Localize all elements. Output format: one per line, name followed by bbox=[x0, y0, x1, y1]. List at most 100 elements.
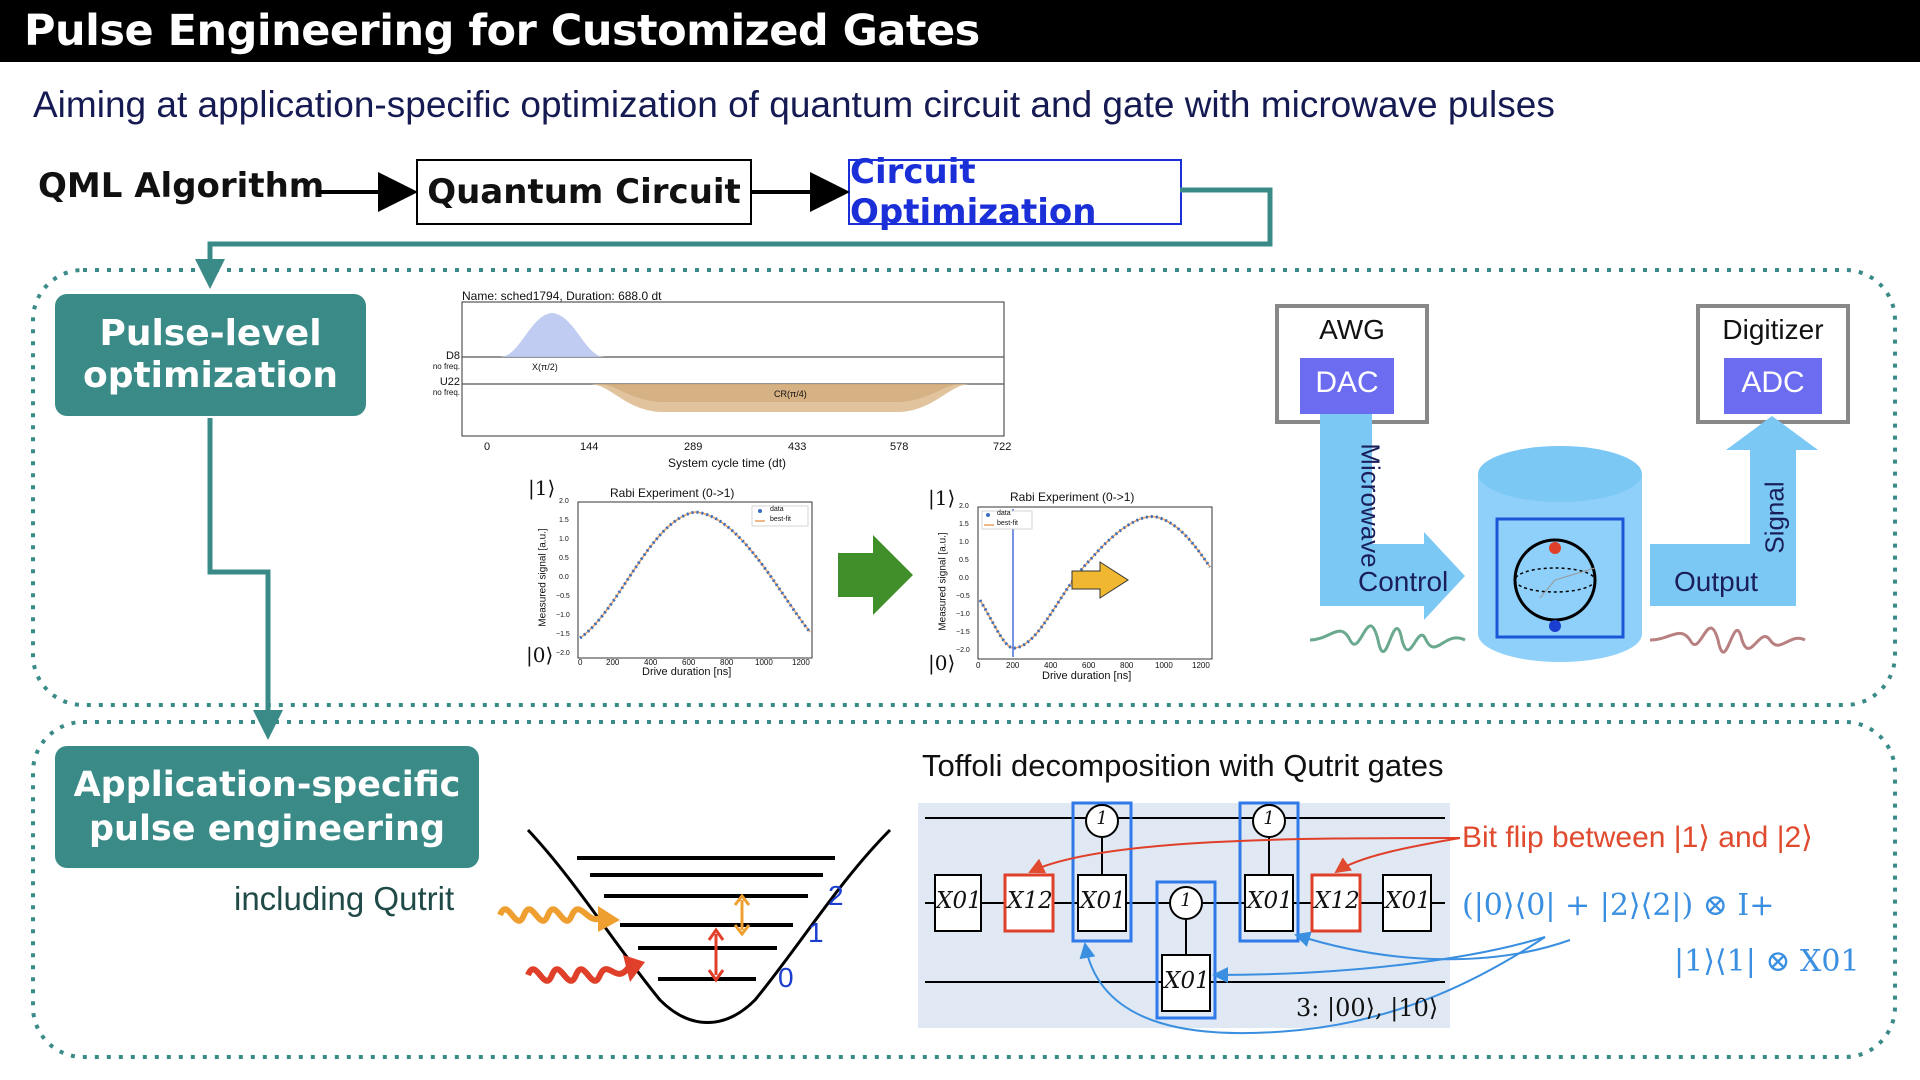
gate-x01-4 bbox=[1244, 874, 1294, 932]
rabi-right-xtick: 1000 bbox=[1155, 661, 1173, 670]
formula-line1: (|0⟩⟨0| + |2⟩⟨2|) ⊗ I+ bbox=[1462, 888, 1775, 923]
rabi-right-ytick: 2.0 bbox=[959, 503, 969, 510]
rabi-left-xtick: 0 bbox=[578, 658, 583, 667]
rabi-right-ytick: 1.0 bbox=[959, 539, 969, 546]
rabi-right-state-0: |0⟩ bbox=[928, 651, 956, 675]
title-bar: Pulse Engineering for Customized Gates bbox=[0, 0, 1920, 62]
qubit-frame bbox=[1495, 517, 1625, 639]
level-label-2: 2 bbox=[828, 880, 844, 911]
sched-xtick: 578 bbox=[890, 441, 909, 453]
flow-step-circuit-optimization-label: Circuit Optimization bbox=[850, 152, 1097, 232]
sched-xtick: 433 bbox=[788, 441, 807, 453]
sched-xtick: 289 bbox=[684, 441, 703, 453]
gate-x12-1 bbox=[1003, 873, 1055, 933]
gate-label: X01 bbox=[1247, 888, 1293, 914]
channel-d8-sub: no freq. bbox=[432, 362, 460, 371]
green-arrow bbox=[838, 535, 913, 615]
rabi-right-xlabel: Drive duration [ns] bbox=[1042, 670, 1132, 682]
channel-u22-sub: no freq. bbox=[432, 388, 460, 397]
gate-x01-2 bbox=[1077, 874, 1127, 932]
rabi-left-xtick: 800 bbox=[720, 658, 734, 667]
toffoli-title: Toffoli decomposition with Qutrit gates bbox=[922, 748, 1444, 783]
dac-label: DAC bbox=[1315, 366, 1379, 399]
output-signal-arrow bbox=[1650, 416, 1818, 606]
rabi-left-xtick: 1200 bbox=[792, 658, 810, 667]
rabi-left-legend-data: data bbox=[770, 506, 784, 513]
rabi-left-legend-fit: best-fit bbox=[770, 516, 792, 523]
connector-to-app-specific bbox=[207, 418, 283, 740]
rabi-right-plot bbox=[977, 506, 1213, 660]
rabi-left-xtick: 600 bbox=[682, 658, 696, 667]
rabi-right-legend-fit: best-fit bbox=[997, 520, 1019, 527]
flow-step-quantum-circuit: Quantum Circuit bbox=[416, 159, 752, 225]
adc-box bbox=[1724, 358, 1822, 414]
rabi-right-xtick: 800 bbox=[1120, 661, 1134, 670]
gate-label: X12 bbox=[1007, 888, 1053, 914]
rabi-left-ytick: −1.5 bbox=[556, 631, 570, 638]
sched-xlabel: System cycle time (dt) bbox=[668, 456, 787, 470]
control-label: 1 bbox=[1263, 808, 1275, 829]
rabi-right-ytick: −2.0 bbox=[956, 647, 970, 654]
rabi-left-state-1: |1⟩ bbox=[528, 476, 556, 500]
rabi-left-xtick: 400 bbox=[644, 658, 658, 667]
formula-line2: |1⟩⟨1| ⊗ X01 bbox=[1674, 944, 1860, 979]
rabi-right-ylabel: Measured signal [a.u.] bbox=[937, 532, 949, 631]
rabi-right-ytick: −0.5 bbox=[956, 593, 970, 600]
gate-label: X01 bbox=[1080, 888, 1126, 914]
gate-x01-3 bbox=[1161, 954, 1211, 1012]
signal-label: Signal bbox=[1759, 481, 1790, 554]
rabi-right-state-1: |1⟩ bbox=[928, 486, 956, 510]
pulse-level-optimization-label: Pulse-level optimization bbox=[55, 294, 366, 416]
gate-label: X01 bbox=[936, 888, 982, 914]
rabi-right-ytick: 1.5 bbox=[959, 521, 969, 528]
pulse-level-line2: optimization bbox=[82, 355, 339, 396]
gate-label: X01 bbox=[1164, 968, 1210, 994]
gate-x12-2 bbox=[1310, 873, 1362, 933]
control-2 bbox=[1169, 886, 1203, 920]
awg-label: AWG bbox=[1319, 314, 1385, 345]
gate-label: X12 bbox=[1314, 888, 1360, 914]
rabi-left-xtick: 200 bbox=[606, 658, 620, 667]
rabi-left-xlabel: Drive duration [ns] bbox=[642, 666, 732, 678]
bloch-top-point bbox=[1549, 542, 1561, 554]
rabi-left-ytick: 1.0 bbox=[559, 536, 569, 543]
control-1 bbox=[1085, 804, 1119, 838]
flow-step-quantum-circuit-label: Quantum Circuit bbox=[427, 172, 741, 212]
rabi-left-ytick: −1.0 bbox=[556, 612, 570, 619]
toffoli-circuit bbox=[918, 801, 1571, 1035]
output-wave bbox=[1649, 626, 1806, 654]
gate-x01-1 bbox=[934, 874, 982, 932]
rabi-left-ytick: 0.5 bbox=[559, 555, 569, 562]
rabi-right-title: Rabi Experiment (0->1) bbox=[1010, 490, 1135, 504]
rabi-left-ytick: 1.5 bbox=[559, 517, 569, 524]
pulse-level-line1: Pulse-level bbox=[99, 313, 322, 354]
output-label: Output bbox=[1674, 566, 1759, 597]
rabi-left-data bbox=[579, 510, 812, 640]
including-qutrit-note: including Qutrit bbox=[234, 880, 455, 917]
level-label-0: 0 bbox=[778, 962, 794, 993]
page-title: Pulse Engineering for Customized Gates bbox=[24, 6, 980, 56]
panel-pulse-level bbox=[31, 268, 1897, 707]
microwave-wave bbox=[1309, 624, 1466, 653]
gate-label: X01 bbox=[1385, 888, 1431, 914]
rabi-right-ytick: −1.0 bbox=[956, 611, 970, 618]
rabi-right-ytick: 0.0 bbox=[959, 575, 969, 582]
control-label: 1 bbox=[1096, 808, 1108, 829]
rabi-right-xtick: 600 bbox=[1082, 661, 1096, 670]
rabi-right-xtick: 0 bbox=[976, 661, 981, 670]
rabi-left-xtick: 1000 bbox=[755, 658, 773, 667]
orange-wave bbox=[497, 906, 602, 924]
app-specific-label: Application-specific pulse engineering bbox=[55, 746, 479, 868]
subtitle: Aiming at application-specific optimizat… bbox=[33, 84, 1555, 125]
rabi-left-ytick: −2.0 bbox=[556, 650, 570, 657]
rabi-left-state-0: |0⟩ bbox=[526, 643, 554, 667]
schedule-plot bbox=[461, 301, 1005, 437]
hardware-diagram bbox=[1275, 304, 1850, 662]
rabi-left-plot bbox=[577, 501, 813, 659]
red-wave bbox=[525, 966, 631, 984]
energy-well bbox=[497, 828, 892, 1024]
rabi-right-xtick: 200 bbox=[1006, 661, 1020, 670]
gate-x01-5 bbox=[1382, 874, 1432, 932]
dac-box bbox=[1300, 358, 1394, 414]
rabi-right-legend-data: data bbox=[997, 510, 1011, 517]
